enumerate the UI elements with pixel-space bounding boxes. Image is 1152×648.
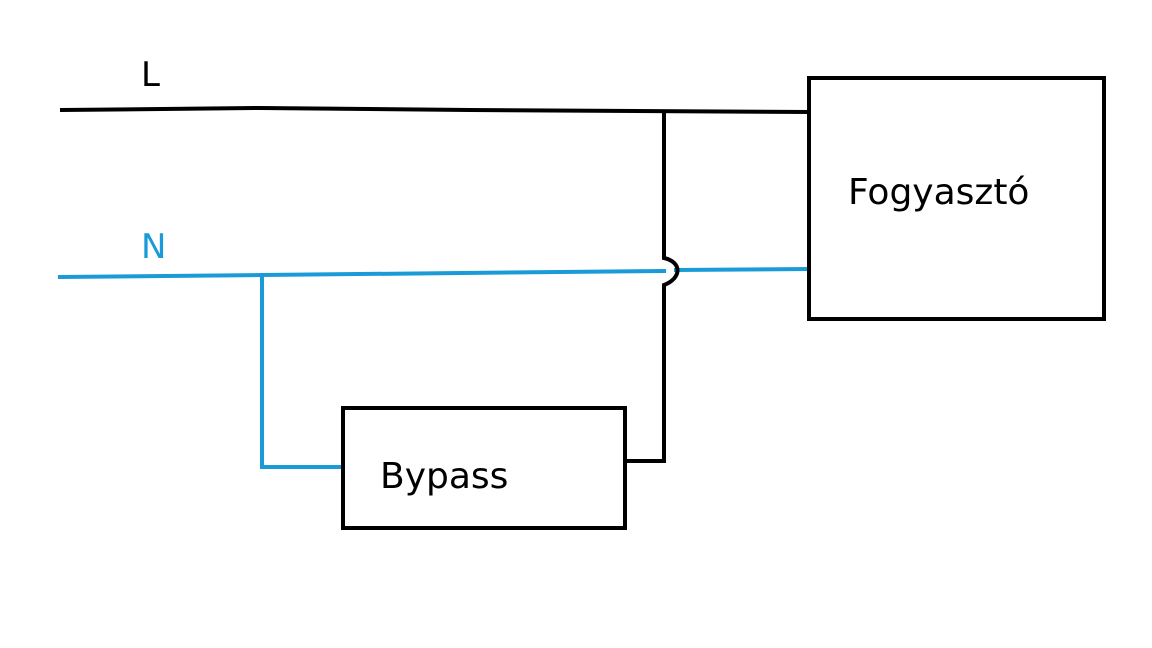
live-wire <box>59 105 811 115</box>
live-branch-to-bypass <box>624 110 680 463</box>
live-label: L <box>141 55 160 95</box>
neutral-wire-to-load <box>673 266 811 273</box>
neutral-label: N <box>141 227 167 267</box>
neutral-wire <box>57 268 667 280</box>
bypass-box <box>341 406 627 530</box>
bypass-label: Bypass <box>380 456 509 497</box>
neutral-branch-to-bypass <box>260 273 344 469</box>
load-box <box>807 76 1106 321</box>
load-label: Fogyasztó <box>848 172 1030 213</box>
